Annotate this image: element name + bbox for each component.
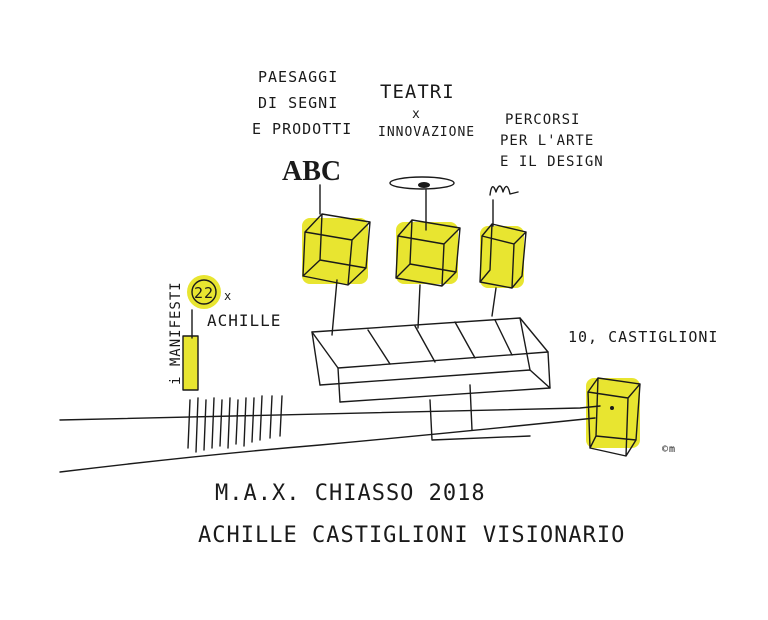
label-circle-number: 22 <box>194 284 214 302</box>
cube-percorsi <box>479 185 527 317</box>
cube-castiglioni <box>587 377 641 457</box>
label-teatri-x: x <box>412 107 421 122</box>
label-percorsi-3: E IL DESIGN <box>500 154 604 170</box>
cube-paesaggi <box>302 184 371 336</box>
label-achille-x: x <box>224 289 232 303</box>
cube-teatri <box>389 176 461 329</box>
label-percorsi-1: PERCORSI <box>505 112 580 128</box>
label-manifesti: i MANIFESTI <box>168 281 184 385</box>
exhibition-structure <box>311 317 551 441</box>
label-paesaggi-3: E PRODOTTI <box>252 120 352 138</box>
label-percorsi-2: PER L'ARTE <box>500 133 594 149</box>
label-castiglioni: 10, CASTIGLIONI <box>568 328 718 346</box>
label-paesaggi-1: PAESAGGI <box>258 68 338 86</box>
ground-lines <box>59 279 601 473</box>
label-abc: ABC <box>282 156 341 187</box>
caption-line-1: M.A.X. CHIASSO 2018 <box>215 481 486 506</box>
label-innovazione: INNOVAZIONE <box>378 125 475 140</box>
manifesto-highlight <box>183 336 198 390</box>
cube-highlight-teatri <box>396 222 458 284</box>
label-paesaggi-2: DI SEGNI <box>258 94 338 112</box>
caption-line-2: ACHILLE CASTIGLIONI VISIONARIO <box>198 523 625 548</box>
label-achille: ACHILLE <box>207 311 281 330</box>
label-teatri: TEATRI <box>380 81 455 103</box>
cube-highlight-paesaggi <box>302 218 368 284</box>
cube-highlight-percorsi <box>480 226 524 288</box>
signature: ©m <box>662 444 676 455</box>
